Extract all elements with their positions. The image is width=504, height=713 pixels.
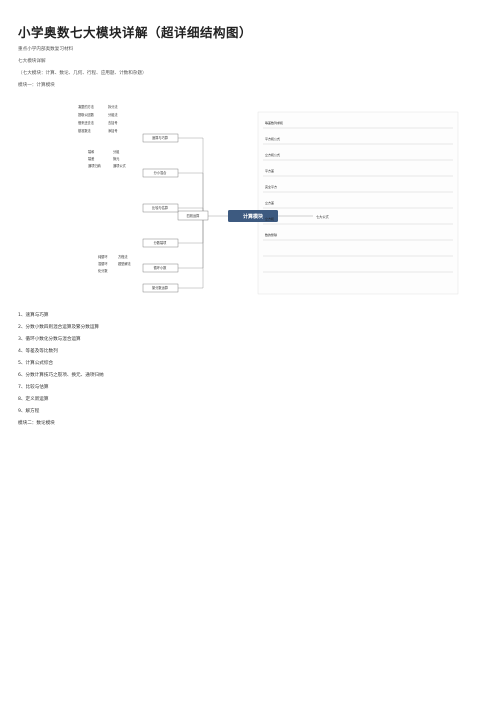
svg-text:基准数法: 基准数法 xyxy=(78,128,91,133)
section-heading: 七大模块详解 xyxy=(18,59,46,64)
svg-text:凑整的方法: 凑整的方法 xyxy=(78,104,94,109)
modules-line: （七大模块：计算、数论、几何、行程、应用题、计数和杂题） xyxy=(18,71,147,76)
right-main-label: 七大公式 xyxy=(316,214,330,219)
svg-text:分组法: 分组法 xyxy=(108,112,118,117)
svg-text:数的整除: 数的整除 xyxy=(265,232,277,237)
left-main-node xyxy=(177,210,209,221)
svg-text:拆分法: 拆分法 xyxy=(108,104,118,109)
svg-text:去括号: 去括号 xyxy=(108,120,118,125)
svg-text:换元: 换元 xyxy=(113,156,120,161)
branch-label: 循环小数 xyxy=(154,265,168,270)
branch-label: 速算与巧算 xyxy=(152,135,169,140)
subtitle: 重点小学内部奥数复习材料 xyxy=(18,47,74,52)
list-item: 3、循环小数化分数与混合运算 xyxy=(18,337,81,342)
svg-text:通项归纳: 通项归纳 xyxy=(88,163,101,168)
formula-panel xyxy=(257,111,459,295)
svg-text:立方和: 立方和 xyxy=(265,216,274,221)
branch-label: 比较与估算 xyxy=(152,205,169,210)
list-item: 4、等差及等比数列 xyxy=(18,349,58,354)
connector-lines xyxy=(178,137,313,289)
module1-heading: 模块一：计算模块 xyxy=(18,83,55,88)
branch-label: 繁分数运算 xyxy=(152,285,169,290)
svg-text:等差数列求和: 等差数列求和 xyxy=(265,120,283,125)
svg-text:立方差: 立方差 xyxy=(265,200,274,205)
svg-text:裂差: 裂差 xyxy=(88,156,94,161)
formula-lines xyxy=(263,127,453,273)
center-node xyxy=(228,210,278,222)
svg-text:平方和公式: 平方和公式 xyxy=(265,136,280,141)
center-label: 计算模块 xyxy=(243,213,264,220)
list-item: 2、分数小数四则混合运算及繁分数运算 xyxy=(18,325,100,330)
branch-label: 分小混合 xyxy=(154,170,168,175)
branch-nodes: 速算与巧算 分小混合 比较与估算 分数裂项 循环小数 繁分数运算 xyxy=(142,133,179,293)
list-item: 6、分数计算技巧之裂项、换元、通项归纳 xyxy=(18,373,104,378)
svg-text:化分数: 化分数 xyxy=(98,268,108,273)
module2-heading: 模块二：数论模块 xyxy=(18,421,55,426)
svg-text:完全平方: 完全平方 xyxy=(265,184,277,189)
svg-text:平方差: 平方差 xyxy=(265,168,274,173)
svg-text:混循环: 混循环 xyxy=(98,261,108,266)
svg-text:添括号: 添括号 xyxy=(108,128,118,133)
mind-map-diagram: 计算模块 四则运算 七大公式 速算与巧算 分小混合 比较与估算 分数裂项 循环小… xyxy=(78,104,459,295)
svg-text:裂和: 裂和 xyxy=(88,149,94,154)
list-item: 7、比较与估算 xyxy=(18,385,49,390)
svg-text:借来还去法: 借来还去法 xyxy=(78,120,94,125)
branch-label: 分数裂项 xyxy=(154,240,168,245)
svg-text:方程法: 方程法 xyxy=(118,254,128,259)
left-main-label: 四则运算 xyxy=(187,213,201,218)
list-item: 8、定义新运算 xyxy=(18,397,49,402)
svg-text:纯循环: 纯循环 xyxy=(98,254,108,259)
svg-text:提取公因数: 提取公因数 xyxy=(78,112,95,117)
svg-text:题型解法: 题型解法 xyxy=(118,261,131,266)
topic-list: 1、速算与巧算 2、分数小数四则混合运算及繁分数运算 3、循环小数化分数与混合运… xyxy=(18,310,104,430)
list-item: 1、速算与巧算 xyxy=(18,313,49,318)
svg-text:通项公式: 通项公式 xyxy=(113,163,127,168)
svg-text:分组: 分组 xyxy=(113,149,120,154)
list-item: 9、解方程 xyxy=(18,409,40,414)
formula-labels: 等差数列求和 平方和公式 立方和公式 平方差 完全平方 立方差 立方和 数的整除 xyxy=(265,120,283,237)
list-item: 5、计算公式综合 xyxy=(18,361,54,366)
leaf-nodes: 凑整的方法 提取公因数 借来还去法 基准数法 拆分法 分组法 去括号 添括号 裂… xyxy=(78,104,131,273)
page-title: 小学奥数七大模块详解（超详细结构图） xyxy=(18,25,253,40)
svg-text:立方和公式: 立方和公式 xyxy=(265,152,280,157)
